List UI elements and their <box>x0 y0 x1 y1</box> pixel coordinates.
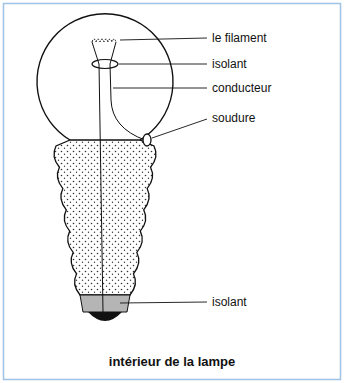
part-label: isolant <box>212 57 247 71</box>
part-label: le filament <box>212 31 267 45</box>
figure-caption: intérieur de la lampe <box>0 354 344 370</box>
leader-line <box>120 38 207 40</box>
glass-bulb <box>37 14 173 140</box>
leader-line <box>120 302 207 303</box>
solder-point <box>143 134 151 146</box>
part-label: isolant <box>212 295 247 309</box>
leader-line <box>113 88 207 89</box>
insulator-ring <box>92 60 118 69</box>
filament <box>92 39 116 42</box>
wire-right <box>110 42 145 140</box>
part-label: conducteur <box>212 81 271 95</box>
contact-tip <box>88 312 122 321</box>
bottom-insulator <box>80 295 130 312</box>
leader-line <box>119 64 207 65</box>
leader-line <box>152 119 207 138</box>
wire-left <box>92 42 103 312</box>
lamp-base <box>54 140 156 295</box>
frame-border <box>4 4 341 380</box>
part-label: soudure <box>212 111 255 125</box>
